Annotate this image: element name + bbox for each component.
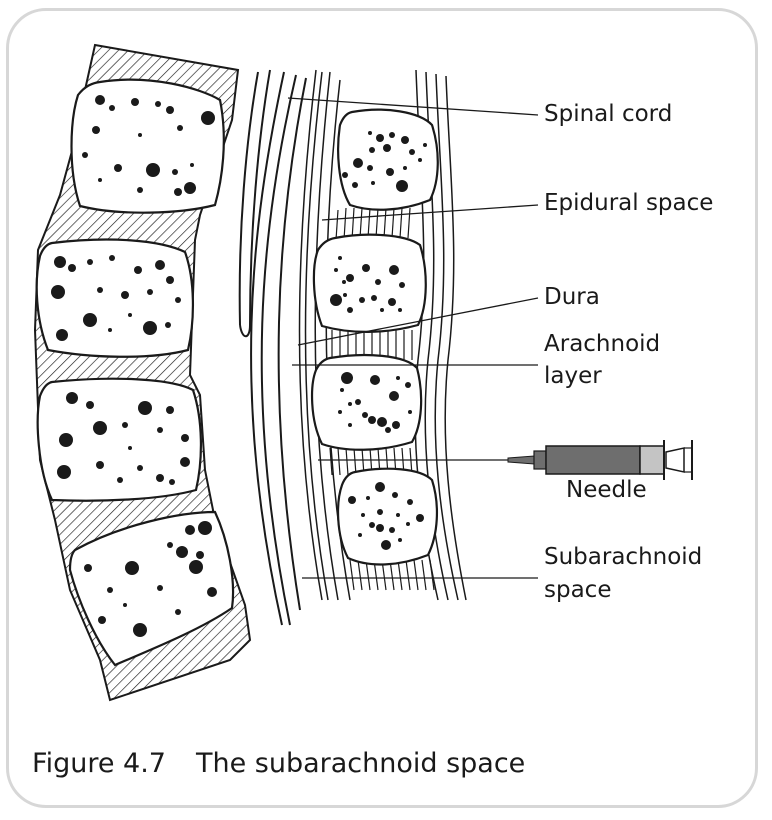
right-vertebra-3 <box>310 353 423 451</box>
leader-epidural-space <box>321 204 539 221</box>
syringe-plunger-rod <box>665 447 685 473</box>
label-subarachnoid-line2: space <box>544 577 612 603</box>
spinal-cord <box>238 69 307 626</box>
label-needle: Needle <box>566 477 647 503</box>
left-vertebra-4 <box>68 510 235 667</box>
syringe-plunger <box>639 445 665 475</box>
leader-lines <box>287 97 539 579</box>
figure-caption: Figure 4.7 The subarachnoid space <box>32 748 525 779</box>
left-vertebra-3 <box>36 377 203 502</box>
syringe <box>507 440 693 480</box>
leader-spinal-cord <box>287 97 539 116</box>
figure-number: Figure 4.7 <box>32 748 166 779</box>
right-vertebra-dots <box>330 131 427 550</box>
left-vertebra-dots <box>51 95 217 637</box>
right-vertebra-1 <box>337 108 439 211</box>
right-vertebra-2 <box>312 233 427 333</box>
leader-dura <box>297 297 539 346</box>
label-spinal-cord: Spinal cord <box>544 101 673 127</box>
right-vertebra-4 <box>336 467 439 566</box>
syringe-barrel <box>545 445 641 475</box>
syringe-hub <box>533 450 547 470</box>
figure-title: The subarachnoid space <box>195 748 526 779</box>
label-epidural-space: Epidural space <box>544 190 714 216</box>
label-dura: Dura <box>544 284 600 310</box>
syringe-tip <box>507 455 535 465</box>
left-vertebra-1 <box>70 78 225 214</box>
label-arachnoid-line1: Arachnoid <box>544 331 661 357</box>
label-subarachnoid-line1: Subarachnoid <box>544 544 703 570</box>
label-arachnoid-line2: layer <box>544 363 602 389</box>
